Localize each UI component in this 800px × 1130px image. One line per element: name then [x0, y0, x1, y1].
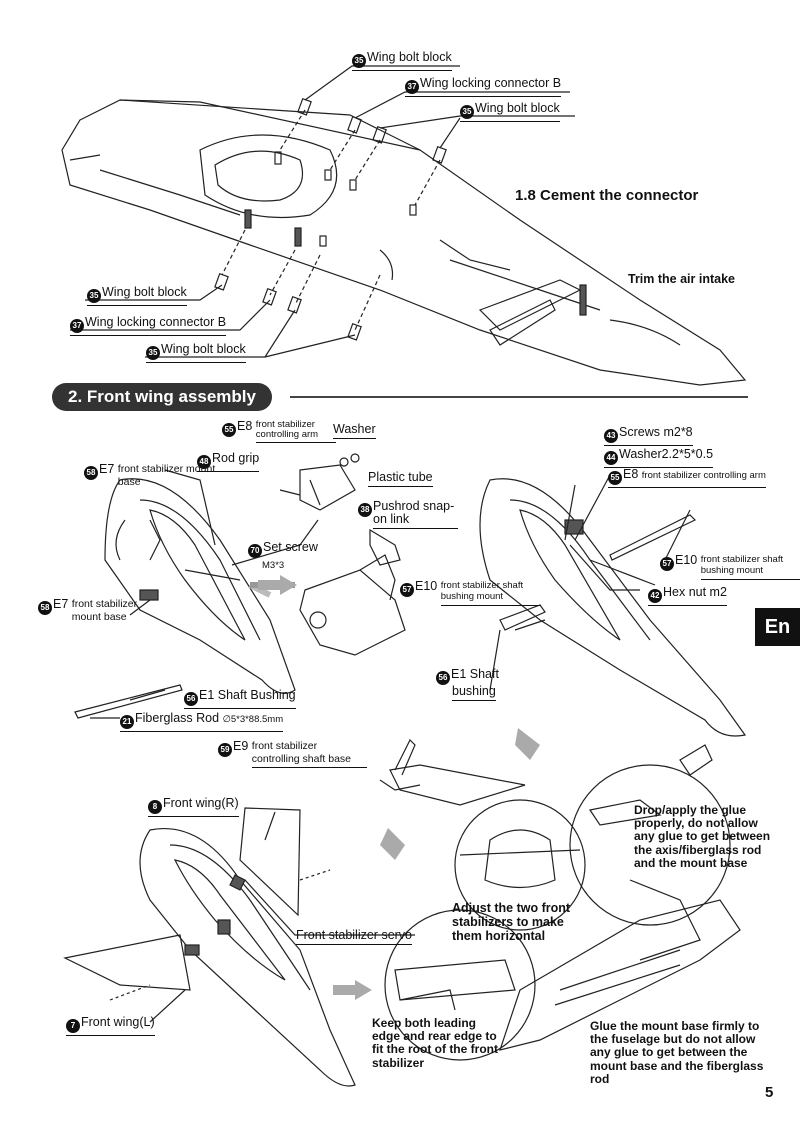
- front-stabilizer-piece: [389, 764, 526, 806]
- label-washer: Washer: [333, 423, 376, 439]
- fuselage-right-view: [479, 478, 747, 737]
- detail-circle-glue: [569, 764, 731, 926]
- detail-circle-side: [384, 909, 536, 1061]
- front-wing-l: [63, 934, 191, 991]
- note-adjust: Adjust the two front stabilizers to make…: [452, 901, 571, 943]
- label-plastic-tube: Plastic tube: [368, 471, 433, 487]
- fuselage-bottom-left: [139, 828, 356, 1087]
- trim-note: Trim the air intake: [628, 272, 735, 286]
- page-number: 5: [765, 1084, 774, 1101]
- fiberglass-rod: [74, 684, 183, 719]
- section-1-8-title: 1.8 Cement the connector: [515, 187, 699, 204]
- note-keep: Keep both leading edge and rear edge to …: [372, 1016, 498, 1070]
- fuselage-top-view: [61, 99, 747, 386]
- section-divider: [290, 396, 748, 398]
- fuselage-left-view: [104, 478, 296, 694]
- language-tab: En: [755, 608, 800, 646]
- detail-circle-front: [454, 799, 586, 931]
- servo: [279, 453, 406, 656]
- label-front-stabilizer-servo: Front stabilizer servo: [296, 929, 413, 945]
- note-glue: Drop/apply the glue properly, do not all…: [634, 803, 771, 870]
- front-wing-r: [239, 807, 301, 917]
- note-mount: Glue the mount base firmly to the fusela…: [590, 1019, 764, 1086]
- fuselage-bottom-right: [499, 899, 741, 1051]
- section-2-title: 2. Front wing assembly: [52, 383, 272, 411]
